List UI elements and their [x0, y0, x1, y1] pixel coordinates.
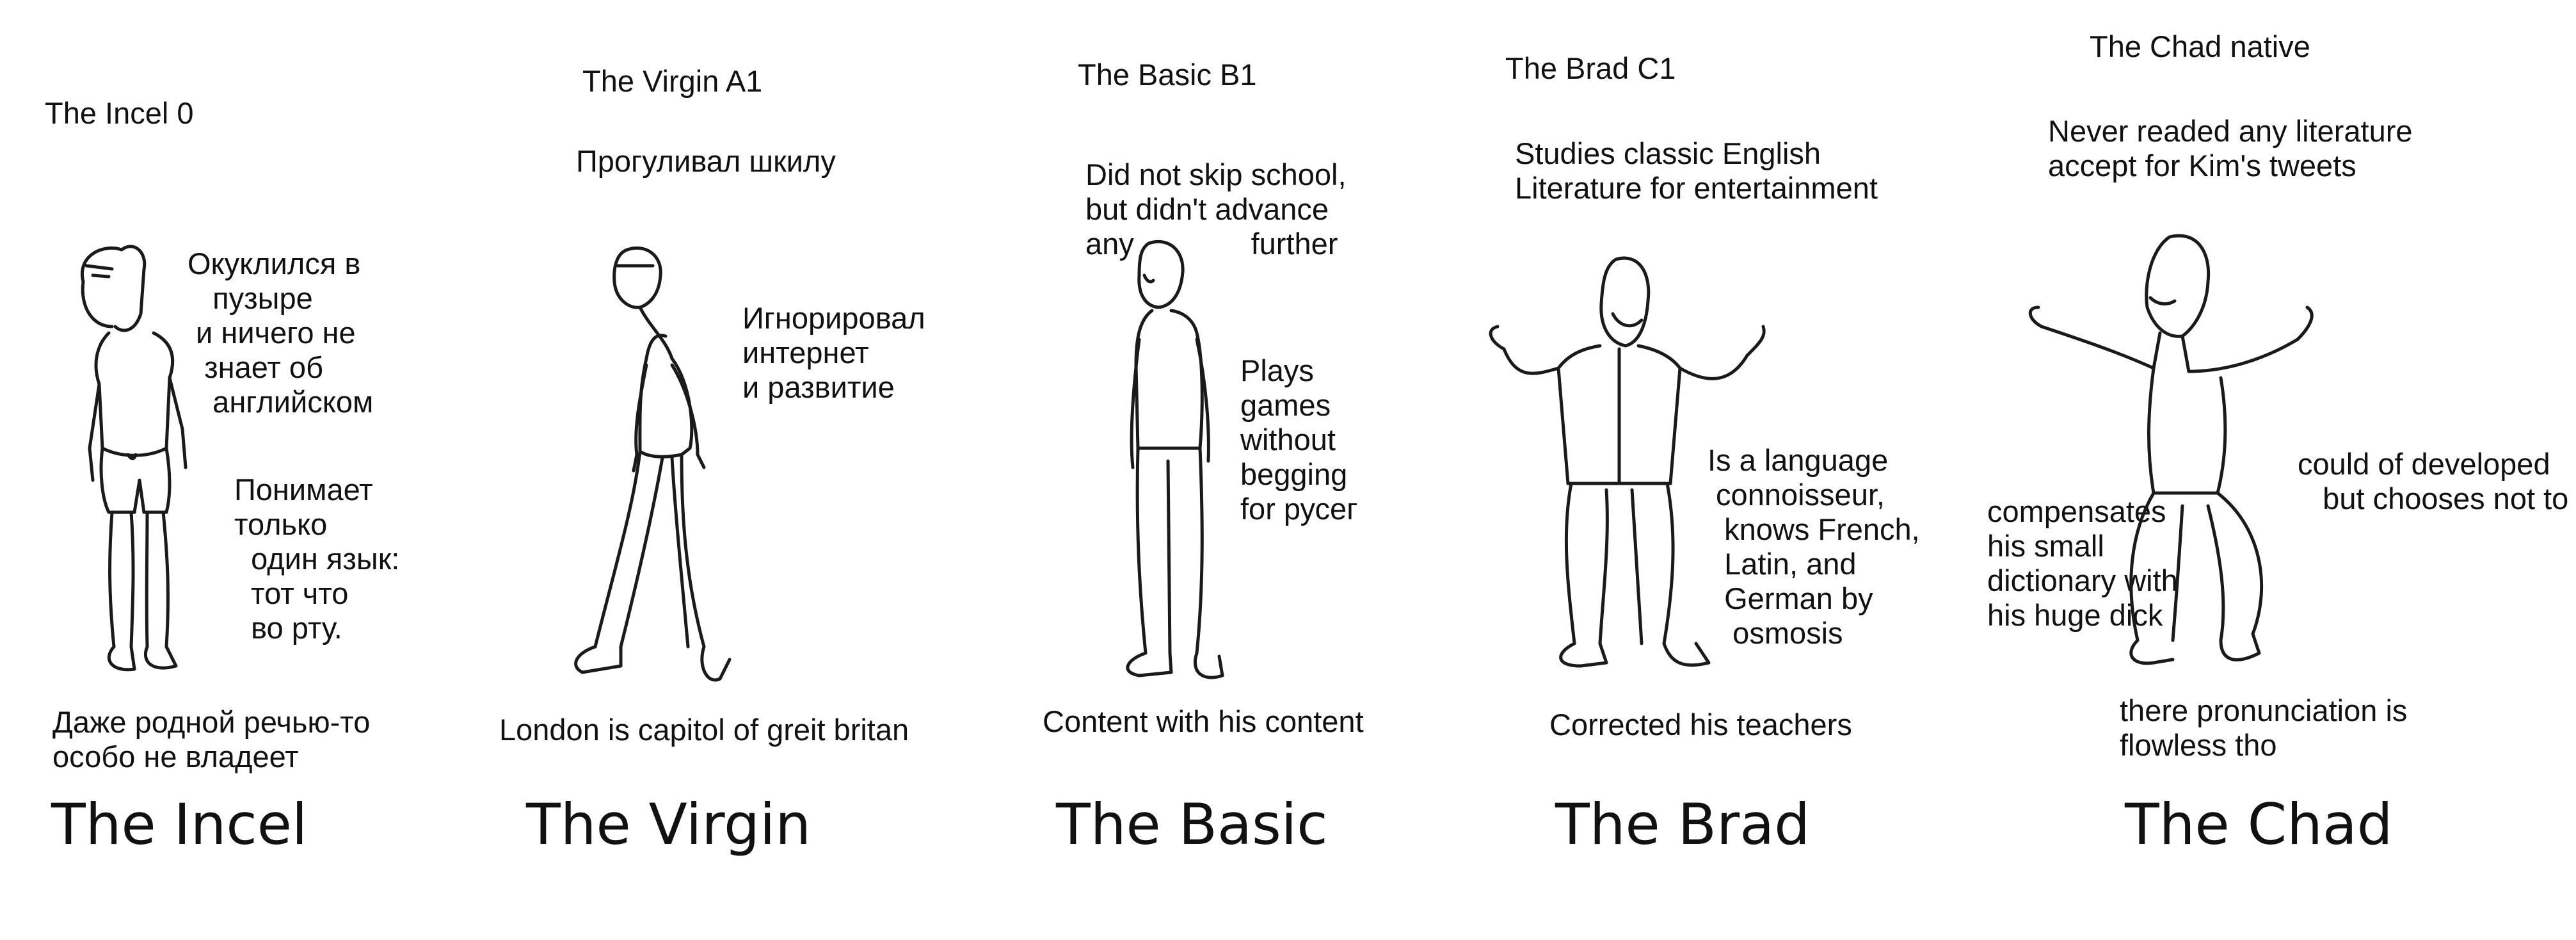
incel-native-speech-text: Даже родной речью-то особо не владеет	[52, 705, 371, 774]
basic-figure-drawing	[1126, 239, 1224, 679]
basic-level-label: The Basic B1	[1078, 58, 1257, 92]
virgin-skipped-school-text: Прогуливал шкилу	[576, 144, 836, 178]
chad-title: The Chad	[2125, 791, 2393, 857]
chad-literature-text: Never readed any literature accept for K…	[2048, 114, 2413, 182]
chad-figure-drawing	[2029, 234, 2314, 665]
chad-developed-text: could of developed but chooses not to	[2298, 447, 2569, 515]
incel-figure-drawing	[80, 245, 188, 672]
basic-games-text: Plays games without begging for русег	[1240, 353, 1358, 526]
virgin-title: The Virgin	[526, 791, 812, 857]
brad-figure-drawing	[1489, 256, 1766, 668]
chad-compensates-text: compensates his small dictionary with hi…	[1987, 494, 2178, 632]
basic-school-text: Did not skip school, but didn't advance …	[1085, 158, 1347, 261]
basic-caption: Content with his content	[1043, 704, 1364, 738]
incel-title: The Incel	[51, 791, 308, 857]
chad-pronunciation-text: there pronunciation is flowless tho	[2120, 693, 2408, 762]
brad-title: The Brad	[1555, 791, 1810, 857]
chad-level-label: The Chad native	[2090, 29, 2310, 63]
brad-languages-text: Is a language connoisseur, knows French,…	[1708, 443, 1920, 650]
virgin-level-label: The Virgin A1	[582, 64, 763, 98]
incel-one-language-text: Понимает только один язык: тот что во рт…	[234, 473, 400, 645]
basic-title: The Basic	[1056, 791, 1328, 857]
virgin-caption: London is capitol of greit britan	[499, 713, 909, 747]
brad-level-label: The Brad C1	[1505, 51, 1676, 85]
brad-caption: Corrected his teachers	[1549, 708, 1852, 741]
virgin-figure-drawing	[574, 246, 732, 682]
incel-bubble-text: Окуклился в пузыре и ничего не знает об …	[188, 247, 374, 419]
incel-level-label: The Incel 0	[45, 96, 194, 130]
virgin-ignored-internet-text: Игнорировал интернет и развитие	[742, 301, 925, 404]
brad-studies-text: Studies classic English Literature for e…	[1515, 136, 1878, 205]
